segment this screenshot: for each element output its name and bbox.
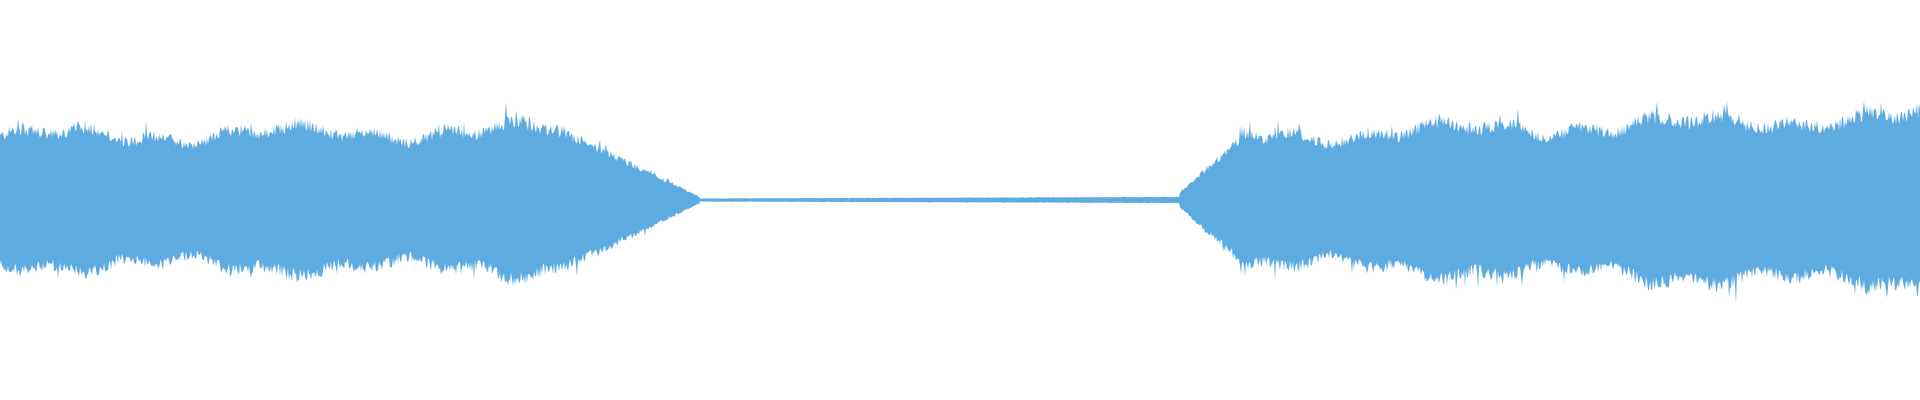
waveform-envelope: [0, 100, 1920, 304]
